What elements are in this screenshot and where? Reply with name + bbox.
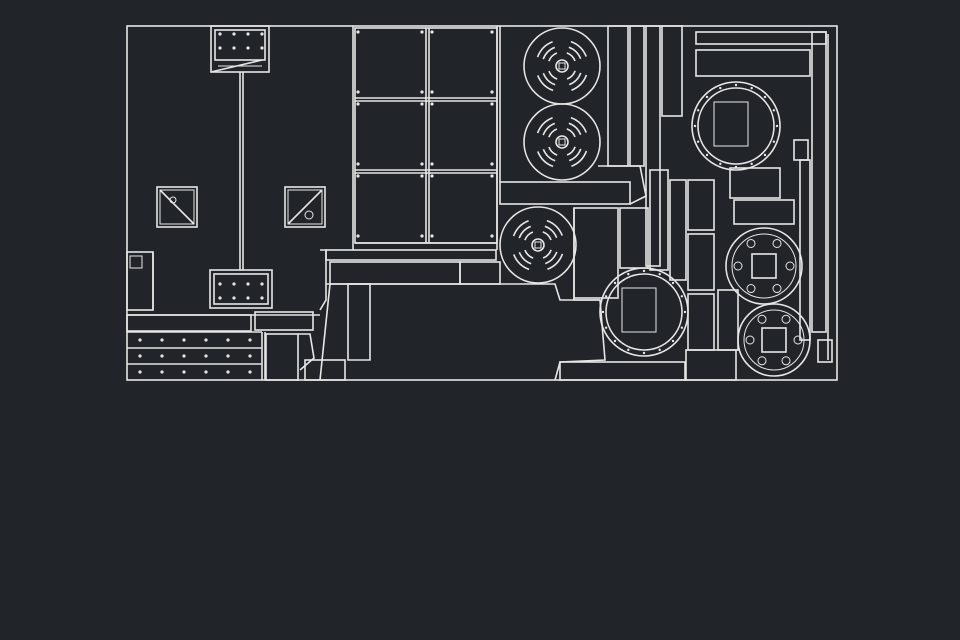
bolt-13 (160, 370, 164, 374)
bolt-33 (260, 296, 264, 300)
bolt-19 (218, 46, 222, 50)
bolt-24 (232, 282, 236, 286)
bolt-31 (260, 46, 264, 50)
bolt-12 (138, 370, 142, 374)
left-housing (126, 25, 354, 381)
bolt-49 (430, 162, 434, 166)
disc-2 (523, 103, 601, 181)
bolt-45 (420, 234, 424, 238)
bolt-37 (356, 162, 360, 166)
bolt-6 (138, 354, 142, 358)
bolt-10 (226, 354, 230, 358)
bolt-15 (204, 370, 208, 374)
ring-2 (691, 81, 781, 171)
bolt-53 (490, 90, 494, 94)
bolt-40 (420, 30, 424, 34)
disc-assemblies (499, 27, 811, 377)
bolt-4 (226, 338, 230, 342)
bolt-36 (356, 102, 360, 106)
bolt-14 (182, 370, 186, 374)
bolt-2 (182, 338, 186, 342)
bolt-16 (226, 370, 230, 374)
bolt-39 (356, 234, 360, 238)
disc-3 (499, 206, 577, 284)
bolt-48 (430, 102, 434, 106)
bolt-51 (430, 234, 434, 238)
bolt-50 (430, 174, 434, 178)
bolt-34 (356, 30, 360, 34)
bolt-22 (232, 32, 236, 36)
panel-grid (319, 26, 501, 381)
bolt-54 (490, 102, 494, 106)
bolt-35 (356, 90, 360, 94)
bolt-47 (430, 90, 434, 94)
bolt-57 (490, 234, 494, 238)
bolt-9 (204, 354, 208, 358)
bolt-42 (420, 102, 424, 106)
bolt-38 (356, 174, 360, 178)
bolt-52 (490, 30, 494, 34)
bolt-28 (246, 282, 250, 286)
bolt-32 (260, 282, 264, 286)
bolt-21 (218, 296, 222, 300)
bolt-8 (182, 354, 186, 358)
bolt-41 (420, 90, 424, 94)
bolt-0 (138, 338, 142, 342)
bolt-17 (248, 370, 252, 374)
bolt-44 (420, 174, 424, 178)
bolt-1 (160, 338, 164, 342)
bolt-5 (248, 338, 252, 342)
bolt-29 (246, 296, 250, 300)
bolt-23 (232, 46, 236, 50)
bolt-7 (160, 354, 164, 358)
bolt-3 (204, 338, 208, 342)
bolt-30 (260, 32, 264, 36)
disc-1 (523, 27, 601, 105)
bolt-27 (246, 46, 250, 50)
flange-1 (725, 227, 803, 305)
bolt-55 (490, 162, 494, 166)
bolt-56 (490, 174, 494, 178)
bolt-46 (430, 30, 434, 34)
right-column (499, 25, 833, 381)
bolt-11 (248, 354, 252, 358)
drawing-border (126, 25, 838, 381)
lower-sill (559, 361, 686, 381)
bolt-43 (420, 162, 424, 166)
bolt-26 (246, 32, 250, 36)
bolt-18 (218, 32, 222, 36)
fastener-points (138, 30, 494, 374)
ring-1 (599, 267, 689, 357)
bolt-25 (232, 296, 236, 300)
bolt-20 (218, 282, 222, 286)
